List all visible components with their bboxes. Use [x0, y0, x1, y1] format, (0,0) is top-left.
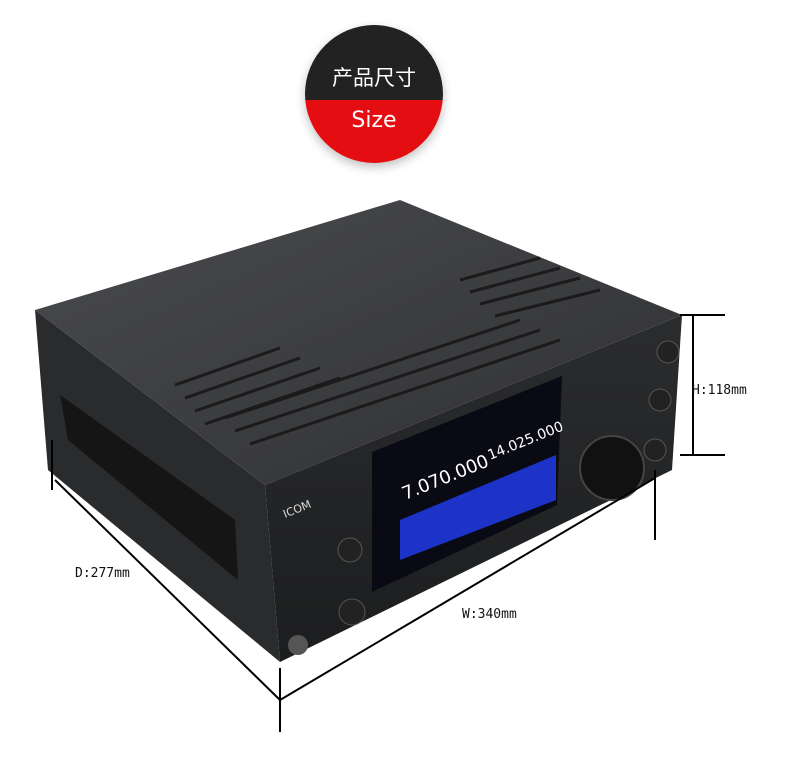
knob: [648, 388, 672, 412]
main-tuning-knob: [579, 435, 645, 501]
spectrum-waterfall: [400, 455, 556, 560]
mic-connector: [288, 635, 308, 655]
knob: [643, 438, 667, 462]
width-label: W:340mm: [462, 607, 517, 622]
dimension-lines: [51, 314, 725, 732]
badge-title-cn: 产品尺寸: [332, 66, 416, 90]
side-handle: [60, 395, 238, 580]
badge-title-en: Size: [351, 108, 397, 133]
radio-top-face: [35, 200, 682, 485]
depth-label: D:277mm: [75, 566, 130, 581]
vent-grille: [174, 256, 601, 446]
height-label: H:118mm: [692, 383, 747, 398]
knob: [337, 537, 363, 563]
knob: [338, 598, 366, 626]
knob: [656, 340, 680, 364]
